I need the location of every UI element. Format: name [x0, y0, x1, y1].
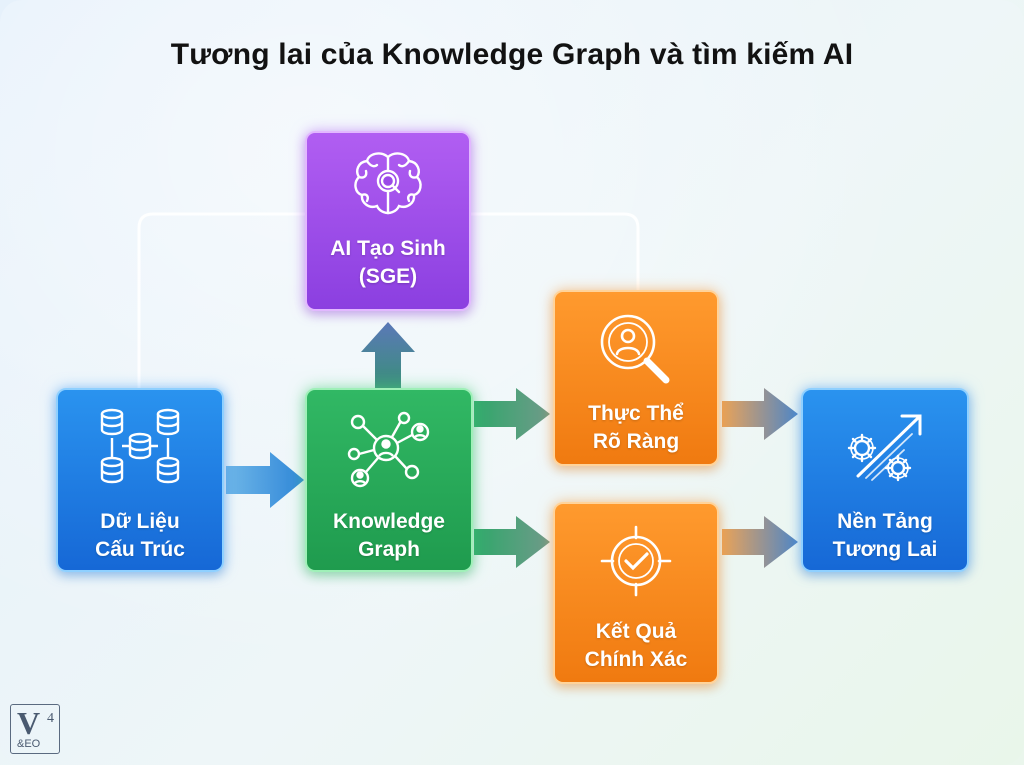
brand-logo: V 4 &EO	[10, 704, 60, 754]
node-label: Knowledge Graph	[332, 510, 445, 561]
node-knowledge-graph: Knowledge Graph	[305, 388, 473, 572]
arrow-graph-to-ai	[361, 322, 415, 388]
node-generative-ai: AI Tạo Sinh (SGE)	[305, 131, 471, 311]
node-label: Thực Thể Rõ Ràng	[588, 402, 684, 453]
arrow-graph-to-entities	[474, 388, 550, 440]
node-structured-data: Dữ Liệu Cấu Trúc	[56, 388, 224, 572]
brain-search-icon	[354, 152, 422, 215]
network-graph-icon	[347, 411, 430, 488]
node-accurate-results: Kết Quả Chính Xác	[553, 502, 719, 684]
gears-growth-arrow-icon	[847, 414, 922, 482]
diagram-title: Tương lai của Knowledge Graph và tìm kiế…	[170, 38, 854, 71]
arrow-data-to-graph	[226, 452, 304, 508]
person-magnifier-icon	[600, 314, 670, 384]
node-label: Dữ Liệu Cấu Trúc	[95, 510, 185, 561]
node-label: Kết Quả Chính Xác	[584, 620, 688, 671]
arrow-entities-to-future	[722, 388, 798, 440]
node-future-foundation: Nền Tảng Tương Lai	[801, 388, 969, 572]
target-check-icon	[600, 525, 672, 597]
node-label: AI Tạo Sinh (SGE)	[330, 237, 446, 288]
node-label: Nền Tảng Tương Lai	[832, 510, 938, 561]
database-cluster-icon	[100, 408, 180, 484]
arrow-results-to-future	[722, 516, 798, 568]
arrow-graph-to-results	[474, 516, 550, 568]
connector-line-data-to-ai	[137, 212, 306, 388]
node-clear-entities: Thực Thể Rõ Ràng	[553, 290, 719, 466]
connector-line-ai-to-entities	[470, 212, 640, 290]
